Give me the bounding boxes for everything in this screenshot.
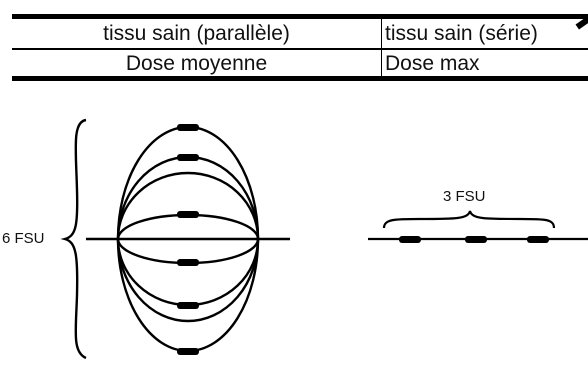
fsu-unit <box>177 154 199 161</box>
fsu-loop-4 <box>116 171 260 307</box>
table-top-rule <box>12 14 588 19</box>
fsu-unit <box>527 236 549 243</box>
header-parallel-tissue: tissu sain (parallèle) <box>103 22 290 45</box>
comparison-table: tissu sain (parallèle) tissu sain (série… <box>0 0 588 88</box>
left-brace <box>60 118 87 360</box>
fsu-loop-1 <box>116 125 260 353</box>
serial-organization <box>368 210 588 241</box>
fsu-loop-3 <box>116 213 260 265</box>
serial-fsu-count: 3 FSU <box>443 188 486 205</box>
table-middle-rule <box>12 48 588 50</box>
table-column-divider <box>381 19 382 76</box>
parallel-organization <box>60 118 290 360</box>
parallel-fsu-count: 6 FSU <box>2 230 45 247</box>
fsu-unit <box>465 236 487 243</box>
fsu-unit <box>177 302 199 309</box>
header-serial-tissue: tissu sain (série) <box>385 22 538 45</box>
fsu-unit <box>177 124 199 131</box>
fsu-unit <box>177 348 199 355</box>
parallel-fsu-units <box>177 124 199 355</box>
top-brace <box>382 210 556 229</box>
fsu-unit <box>399 236 421 243</box>
cell-mean-dose: Dose moyenne <box>125 52 268 75</box>
fsu-unit <box>177 211 199 218</box>
cell-max-dose: Dose max <box>385 52 480 75</box>
serial-fsu-units <box>399 236 549 243</box>
fsu-loop-2 <box>116 155 260 323</box>
fsu-unit <box>177 259 199 266</box>
table-bottom-rule <box>12 76 588 81</box>
